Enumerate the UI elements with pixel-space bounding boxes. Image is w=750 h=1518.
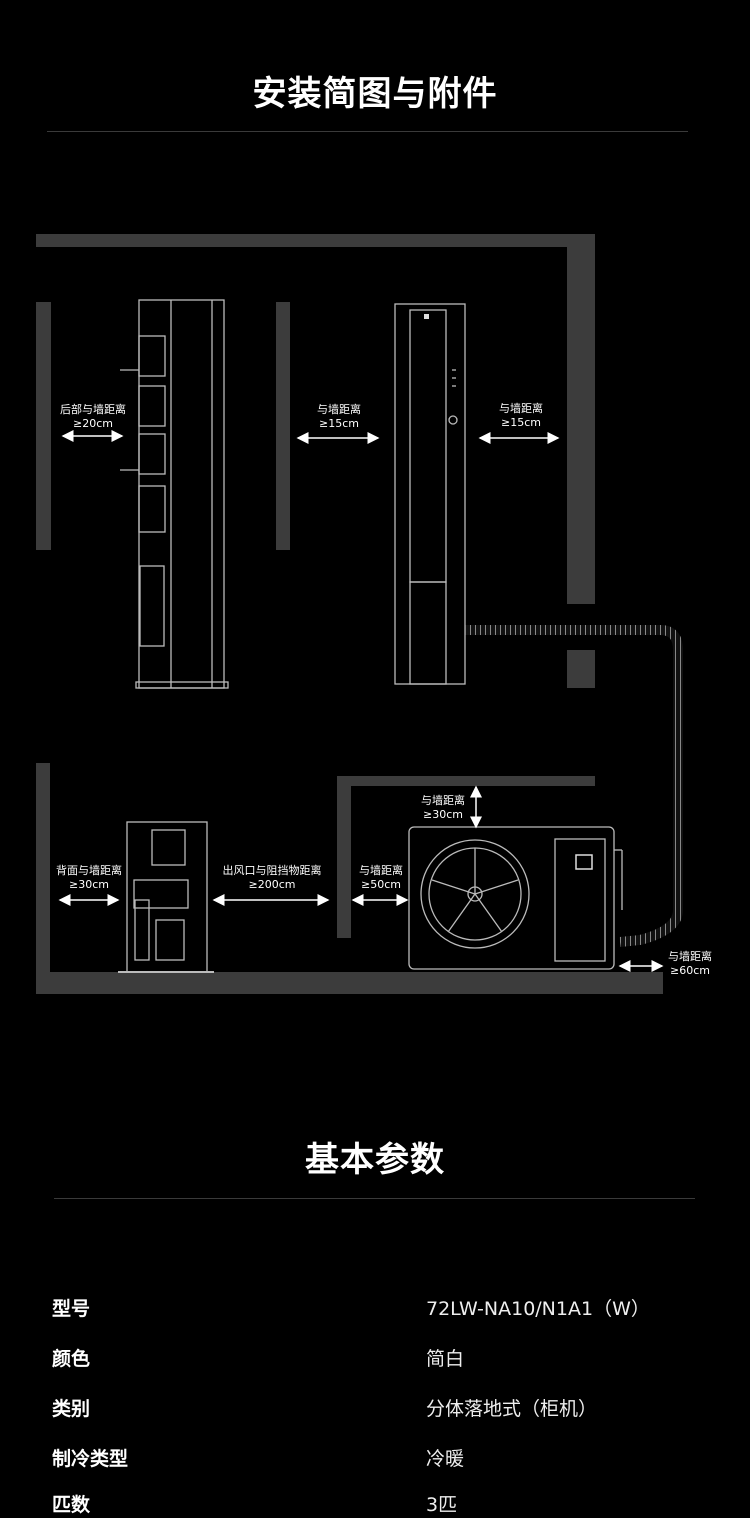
- spec-row-category: 类别 分体落地式（柜机）: [52, 1394, 702, 1422]
- spec-label: 颜色: [52, 1348, 91, 1370]
- spec-value: 分体落地式（柜机）: [426, 1398, 598, 1420]
- indoor-unit-front: [394, 303, 466, 685]
- spec-label: 制冷类型: [52, 1448, 129, 1470]
- outdoor-back-label: 背面与墙距离: [56, 863, 122, 877]
- refrigerant-hose: [465, 625, 683, 947]
- mi-logo-icon-indoor: [424, 314, 429, 319]
- top-wall-label: 与墙距离: [421, 793, 465, 807]
- spec-row-color: 颜色 简白: [52, 1344, 702, 1372]
- spec-value: 简白: [426, 1348, 465, 1370]
- title-divider: [47, 131, 688, 132]
- indoor-walls: [36, 234, 595, 688]
- back-wall-label: 后部与墙距离: [60, 402, 126, 416]
- right-wall-value: ≥15cm: [501, 416, 541, 429]
- side-wall-value: ≥50cm: [361, 878, 401, 891]
- spec-row-horsepower: 匹数 3匹: [52, 1490, 702, 1518]
- outlet-clearance-value: ≥200cm: [249, 878, 296, 891]
- left-wall-value: ≥15cm: [319, 417, 359, 430]
- right-gap-value: ≥60cm: [670, 964, 710, 977]
- outlet-clearance-label: 出风口与阻挡物距离: [223, 863, 322, 877]
- spec-row-model: 型号 72LW-NA10/N1A1（W）: [52, 1294, 702, 1322]
- spec-row-cooling-type: 制冷类型 冷暖: [52, 1444, 702, 1472]
- side-wall-label: 与墙距离: [359, 863, 403, 877]
- top-wall-value: ≥30cm: [423, 808, 463, 821]
- installation-diagram: 后部与墙距离 ≥20cm 与墙距离 ≥15cm 与墙距离 ≥15cm 与墙距离 …: [36, 234, 712, 994]
- dimension-arrows: [58, 430, 664, 972]
- specs-divider: [54, 1198, 695, 1199]
- mi-logo-icon-outdoor: [575, 854, 593, 870]
- back-wall-value: ≥20cm: [73, 417, 113, 430]
- outdoor-back-value: ≥30cm: [69, 878, 109, 891]
- left-wall-label: 与墙距离: [317, 402, 361, 416]
- spec-label: 类别: [52, 1398, 91, 1420]
- install-section-title: 安装简图与附件: [252, 74, 498, 114]
- right-wall-label: 与墙距离: [499, 401, 543, 415]
- outdoor-walls: [36, 763, 663, 994]
- outdoor-unit-side: [118, 821, 214, 973]
- spec-value: 冷暖: [426, 1448, 465, 1470]
- spec-label: 型号: [52, 1298, 91, 1320]
- indoor-unit-side: [120, 299, 229, 689]
- spec-label: 匹数: [52, 1494, 91, 1516]
- right-gap-label: 与墙距离: [668, 949, 712, 963]
- specs-section-title: 基本参数: [305, 1140, 445, 1180]
- spec-value: 72LW-NA10/N1A1（W）: [426, 1298, 650, 1320]
- outdoor-unit-front: [408, 826, 623, 970]
- spec-value: 3匹: [426, 1494, 458, 1516]
